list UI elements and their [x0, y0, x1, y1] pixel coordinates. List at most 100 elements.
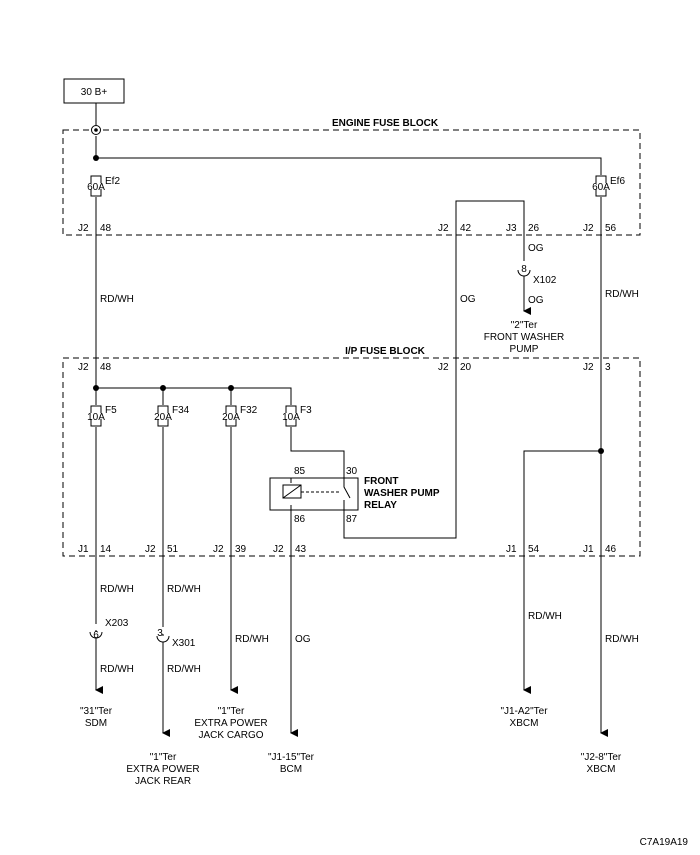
dest-jack-cargo-line2: EXTRA POWER	[194, 718, 267, 729]
fuse-ef6-rating: 60A	[592, 182, 610, 193]
ip-fuse-block-title: I/P FUSE BLOCK	[345, 346, 426, 357]
relay-label-line1: FRONT	[364, 476, 398, 487]
wire-label: RD/WH	[100, 664, 134, 675]
figure-code: C7A19A19	[640, 837, 689, 848]
wire-engine-bus	[95, 136, 602, 175]
connector-x301-pin: 3	[157, 628, 163, 639]
pin-conn: J2	[583, 223, 594, 234]
wire-ip-bus	[96, 387, 292, 405]
pin-number: 48	[100, 223, 112, 234]
pin-conn: J2	[273, 544, 284, 555]
connector-x301-icon	[156, 635, 170, 643]
power-source-box	[63, 78, 125, 104]
pin-conn: J3	[506, 223, 517, 234]
connector-x102-name: X102	[533, 275, 557, 286]
pin-conn: J2	[213, 544, 224, 555]
dest-jack-cargo-line1: "1"Ter	[218, 706, 245, 717]
connector-x301-name: X301	[172, 638, 196, 649]
relay-pin-86: 86	[294, 514, 306, 525]
pin-conn: J1	[78, 544, 89, 555]
fuse-f3-rating: 10A	[282, 412, 300, 423]
pin-conn: J2	[583, 362, 594, 373]
connector-x203-pin: 6	[93, 630, 99, 641]
dest-xbcm2-line2: XBCM	[587, 764, 616, 775]
wire-label: RD/WH	[528, 611, 562, 622]
power-source-label: 30 B+	[81, 87, 108, 98]
pin-conn: J2	[145, 544, 156, 555]
pin-number: 48	[100, 362, 112, 373]
pin-number: 26	[528, 223, 540, 234]
connector-x203-icon	[89, 631, 103, 639]
pin-conn: J2	[438, 223, 449, 234]
dest-pump-line1: "2"Ter	[511, 320, 538, 331]
wire-label: RD/WH	[235, 634, 269, 645]
engine-fuse-block-outline	[62, 129, 641, 236]
wire-label: RD/WH	[167, 664, 201, 675]
relay-pin-30: 30	[346, 466, 358, 477]
wire-label: RD/WH	[167, 584, 201, 595]
relay-switch-icon	[343, 483, 351, 505]
dest-jack-rear-line1: "1"Ter	[150, 752, 177, 763]
wire-label: RD/WH	[100, 294, 134, 305]
wire-label: OG	[528, 295, 544, 306]
pin-number: 56	[605, 223, 617, 234]
dest-sdm-line1: "31"Ter	[80, 706, 113, 717]
connector-x102-pin: 8	[521, 264, 527, 275]
pin-conn: J2	[78, 362, 89, 373]
pin-number: 20	[460, 362, 472, 373]
wire-label: RD/WH	[100, 584, 134, 595]
dest-pump-line2: FRONT WASHER	[484, 332, 565, 343]
pin-conn: J1	[506, 544, 517, 555]
fuse-f32-name: F32	[240, 405, 258, 416]
pin-conn: J1	[583, 544, 594, 555]
wire-label: RD/WH	[605, 289, 639, 300]
fuse-f3-name: F3	[300, 405, 312, 416]
dest-jack-rear-line2: EXTRA POWER	[126, 764, 199, 775]
wire-label: RD/WH	[605, 634, 639, 645]
ip-fuse-block-outline	[62, 357, 641, 557]
dest-jack-cargo-line3: JACK CARGO	[198, 730, 263, 741]
fuse-ef2-rating: 60A	[87, 182, 105, 193]
fuse-f34-name: F34	[172, 405, 190, 416]
dest-xbcm2-line1: "J2-8"Ter	[581, 752, 622, 763]
relay-pin-87: 87	[346, 514, 358, 525]
pin-number: 54	[528, 544, 540, 555]
wire-og-pump	[343, 200, 525, 539]
wire-label: OG	[295, 634, 311, 645]
dest-sdm-line2: SDM	[85, 718, 107, 729]
connector-x203-name: X203	[105, 618, 129, 629]
wire-label: OG	[528, 243, 544, 254]
pin-number: 14	[100, 544, 112, 555]
fuse-f34-rating: 20A	[154, 412, 172, 423]
connector-x102-icon	[517, 269, 531, 277]
dest-xbcm1-line2: XBCM	[510, 718, 539, 729]
fuse-f5-name: F5	[105, 405, 117, 416]
pin-number: 39	[235, 544, 247, 555]
pin-number: 43	[295, 544, 307, 555]
wire-label: OG	[460, 294, 476, 305]
wire-f3-relay	[290, 427, 345, 492]
pin-conn: J2	[78, 223, 89, 234]
pin-conn: J2	[438, 362, 449, 373]
relay-label-line3: RELAY	[364, 500, 397, 511]
pin-number: 51	[167, 544, 179, 555]
dest-bcm-line2: BCM	[280, 764, 302, 775]
relay-label-line2: WASHER PUMP	[364, 488, 440, 499]
splice-dots	[93, 155, 604, 454]
dest-jack-rear-line3: JACK REAR	[135, 776, 191, 787]
dest-xbcm1-line1: "J1-A2"Ter	[500, 706, 548, 717]
pin-number: 46	[605, 544, 617, 555]
fuse-f5-rating: 10A	[87, 412, 105, 423]
dest-pump-line3: PUMP	[510, 344, 539, 355]
engine-fuse-block-title: ENGINE FUSE BLOCK	[332, 118, 439, 129]
fuse-f32-rating: 20A	[222, 412, 240, 423]
fuse-ef2-name: Ef2	[105, 176, 120, 187]
relay-pin-85: 85	[294, 466, 306, 477]
pin-number: 3	[605, 362, 611, 373]
dest-bcm-line1: "J1-15"Ter	[268, 752, 315, 763]
fuse-ef6-name: Ef6	[610, 176, 625, 187]
wire-xbcm1	[523, 450, 601, 694]
pin-number: 42	[460, 223, 472, 234]
